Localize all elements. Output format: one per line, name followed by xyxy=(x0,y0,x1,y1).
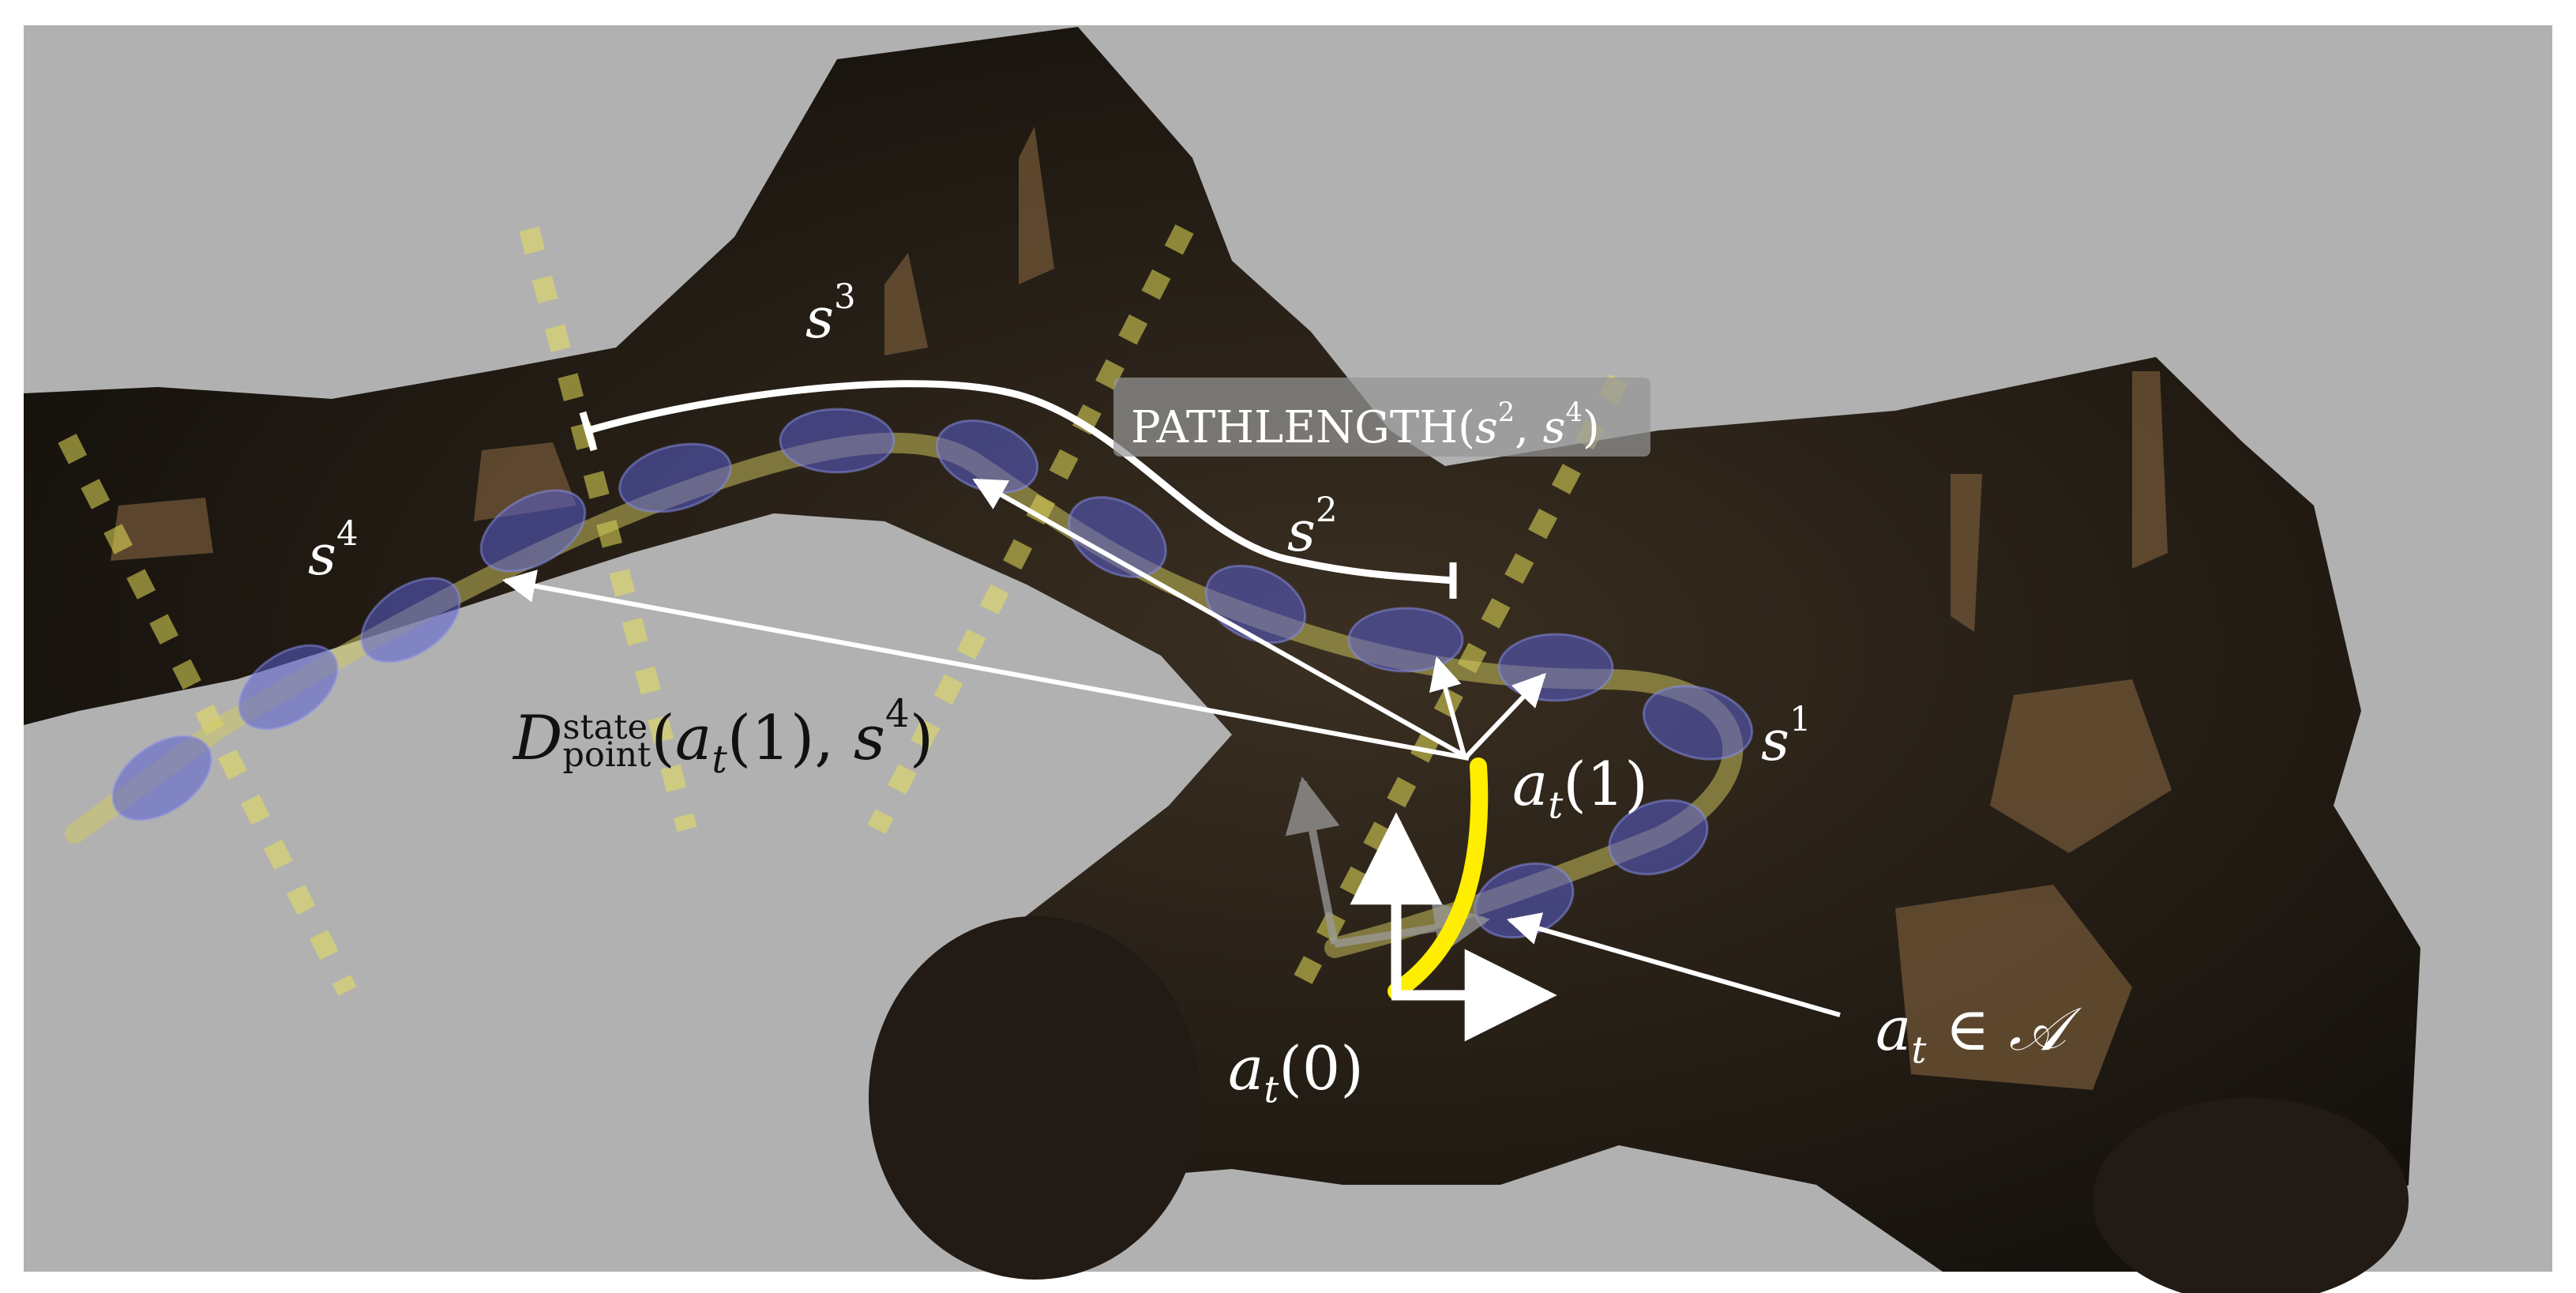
label-s2-base: s xyxy=(1287,498,1316,564)
distance-arrow-to-s2 xyxy=(972,478,1470,761)
label-s3-sup: 3 xyxy=(833,277,856,317)
label-at0: at(0) xyxy=(1228,1039,1364,1109)
candidate-arrow-2 xyxy=(1463,672,1546,761)
label-s2: s2 xyxy=(1287,491,1338,559)
pathlength-label: PATHLENGTH(s2, s4) xyxy=(1131,397,1600,453)
pathlength-arg1: s xyxy=(1474,401,1498,453)
label-at0-sub: t xyxy=(1264,1068,1279,1112)
label-s1-sup: 1 xyxy=(1789,700,1812,739)
distance-symbol: D xyxy=(513,703,563,775)
action-trajectory xyxy=(1388,757,1489,1000)
label-at1-paren: (1) xyxy=(1563,749,1648,819)
rock-boulder-right xyxy=(2093,1098,2409,1293)
cave-terrain xyxy=(24,27,2420,1272)
pathlength-arg1-sup: 2 xyxy=(1497,397,1515,427)
pathlength-sep: , xyxy=(1515,401,1543,453)
distance-sep: , xyxy=(814,703,854,775)
action-set-rel: ∈ xyxy=(1926,994,2009,1064)
distance-sub: point xyxy=(562,735,652,775)
label-s1: s1 xyxy=(1761,700,1812,769)
pathlength-bracket xyxy=(587,380,1454,584)
distance-arg-s-sup: 4 xyxy=(884,692,910,736)
distance-open: ( xyxy=(651,703,675,775)
label-s3: s3 xyxy=(805,280,856,346)
pathlength-open: ( xyxy=(1458,401,1475,453)
label-at1-base: a xyxy=(1512,749,1549,819)
bracket-cap-left xyxy=(579,411,598,452)
state-markers xyxy=(111,408,1754,939)
distance-sup: state xyxy=(562,708,648,748)
label-action-set: at ∈ 𝒜 xyxy=(1876,999,2066,1069)
distance-arg-s: s xyxy=(853,703,885,775)
label-s4-base: s xyxy=(308,522,336,588)
pathlength-close: ) xyxy=(1582,401,1600,453)
distance-close: ) xyxy=(909,703,934,775)
rock-boulder-left xyxy=(869,916,1200,1280)
pathlength-label-box xyxy=(1113,378,1650,457)
label-s4-sup: 4 xyxy=(336,514,359,554)
label-at1: at(1) xyxy=(1512,754,1648,825)
label-at1-sub: t xyxy=(1548,784,1564,828)
pathlength-arg2: s xyxy=(1542,401,1566,453)
action-set-symbol: 𝒜 xyxy=(2008,994,2066,1064)
distance-arg-a-sub: t xyxy=(712,738,727,783)
label-s1-base: s xyxy=(1761,708,1789,773)
action-set-base: a xyxy=(1876,994,1912,1064)
label-s4: s4 xyxy=(308,517,359,583)
label-at0-paren: (0) xyxy=(1279,1033,1364,1103)
action-set-sub: t xyxy=(1911,1028,1927,1073)
label-at0-base: a xyxy=(1228,1033,1264,1103)
stalagmites xyxy=(111,126,2172,1090)
distance-arg-a: a xyxy=(674,703,712,775)
candidate-arrow-1 xyxy=(1429,656,1467,759)
pathlength-arg2-sup: 4 xyxy=(1565,397,1583,427)
pathlength-name: PATHLENGTH xyxy=(1131,401,1459,453)
label-s3-base: s xyxy=(805,285,834,351)
distance-arg-a-paren: (1) xyxy=(727,703,815,775)
label-s2-sup: 2 xyxy=(1315,491,1338,530)
distance-arrow-to-s4 xyxy=(501,569,1470,761)
action-set-pointer xyxy=(1506,912,1841,1017)
